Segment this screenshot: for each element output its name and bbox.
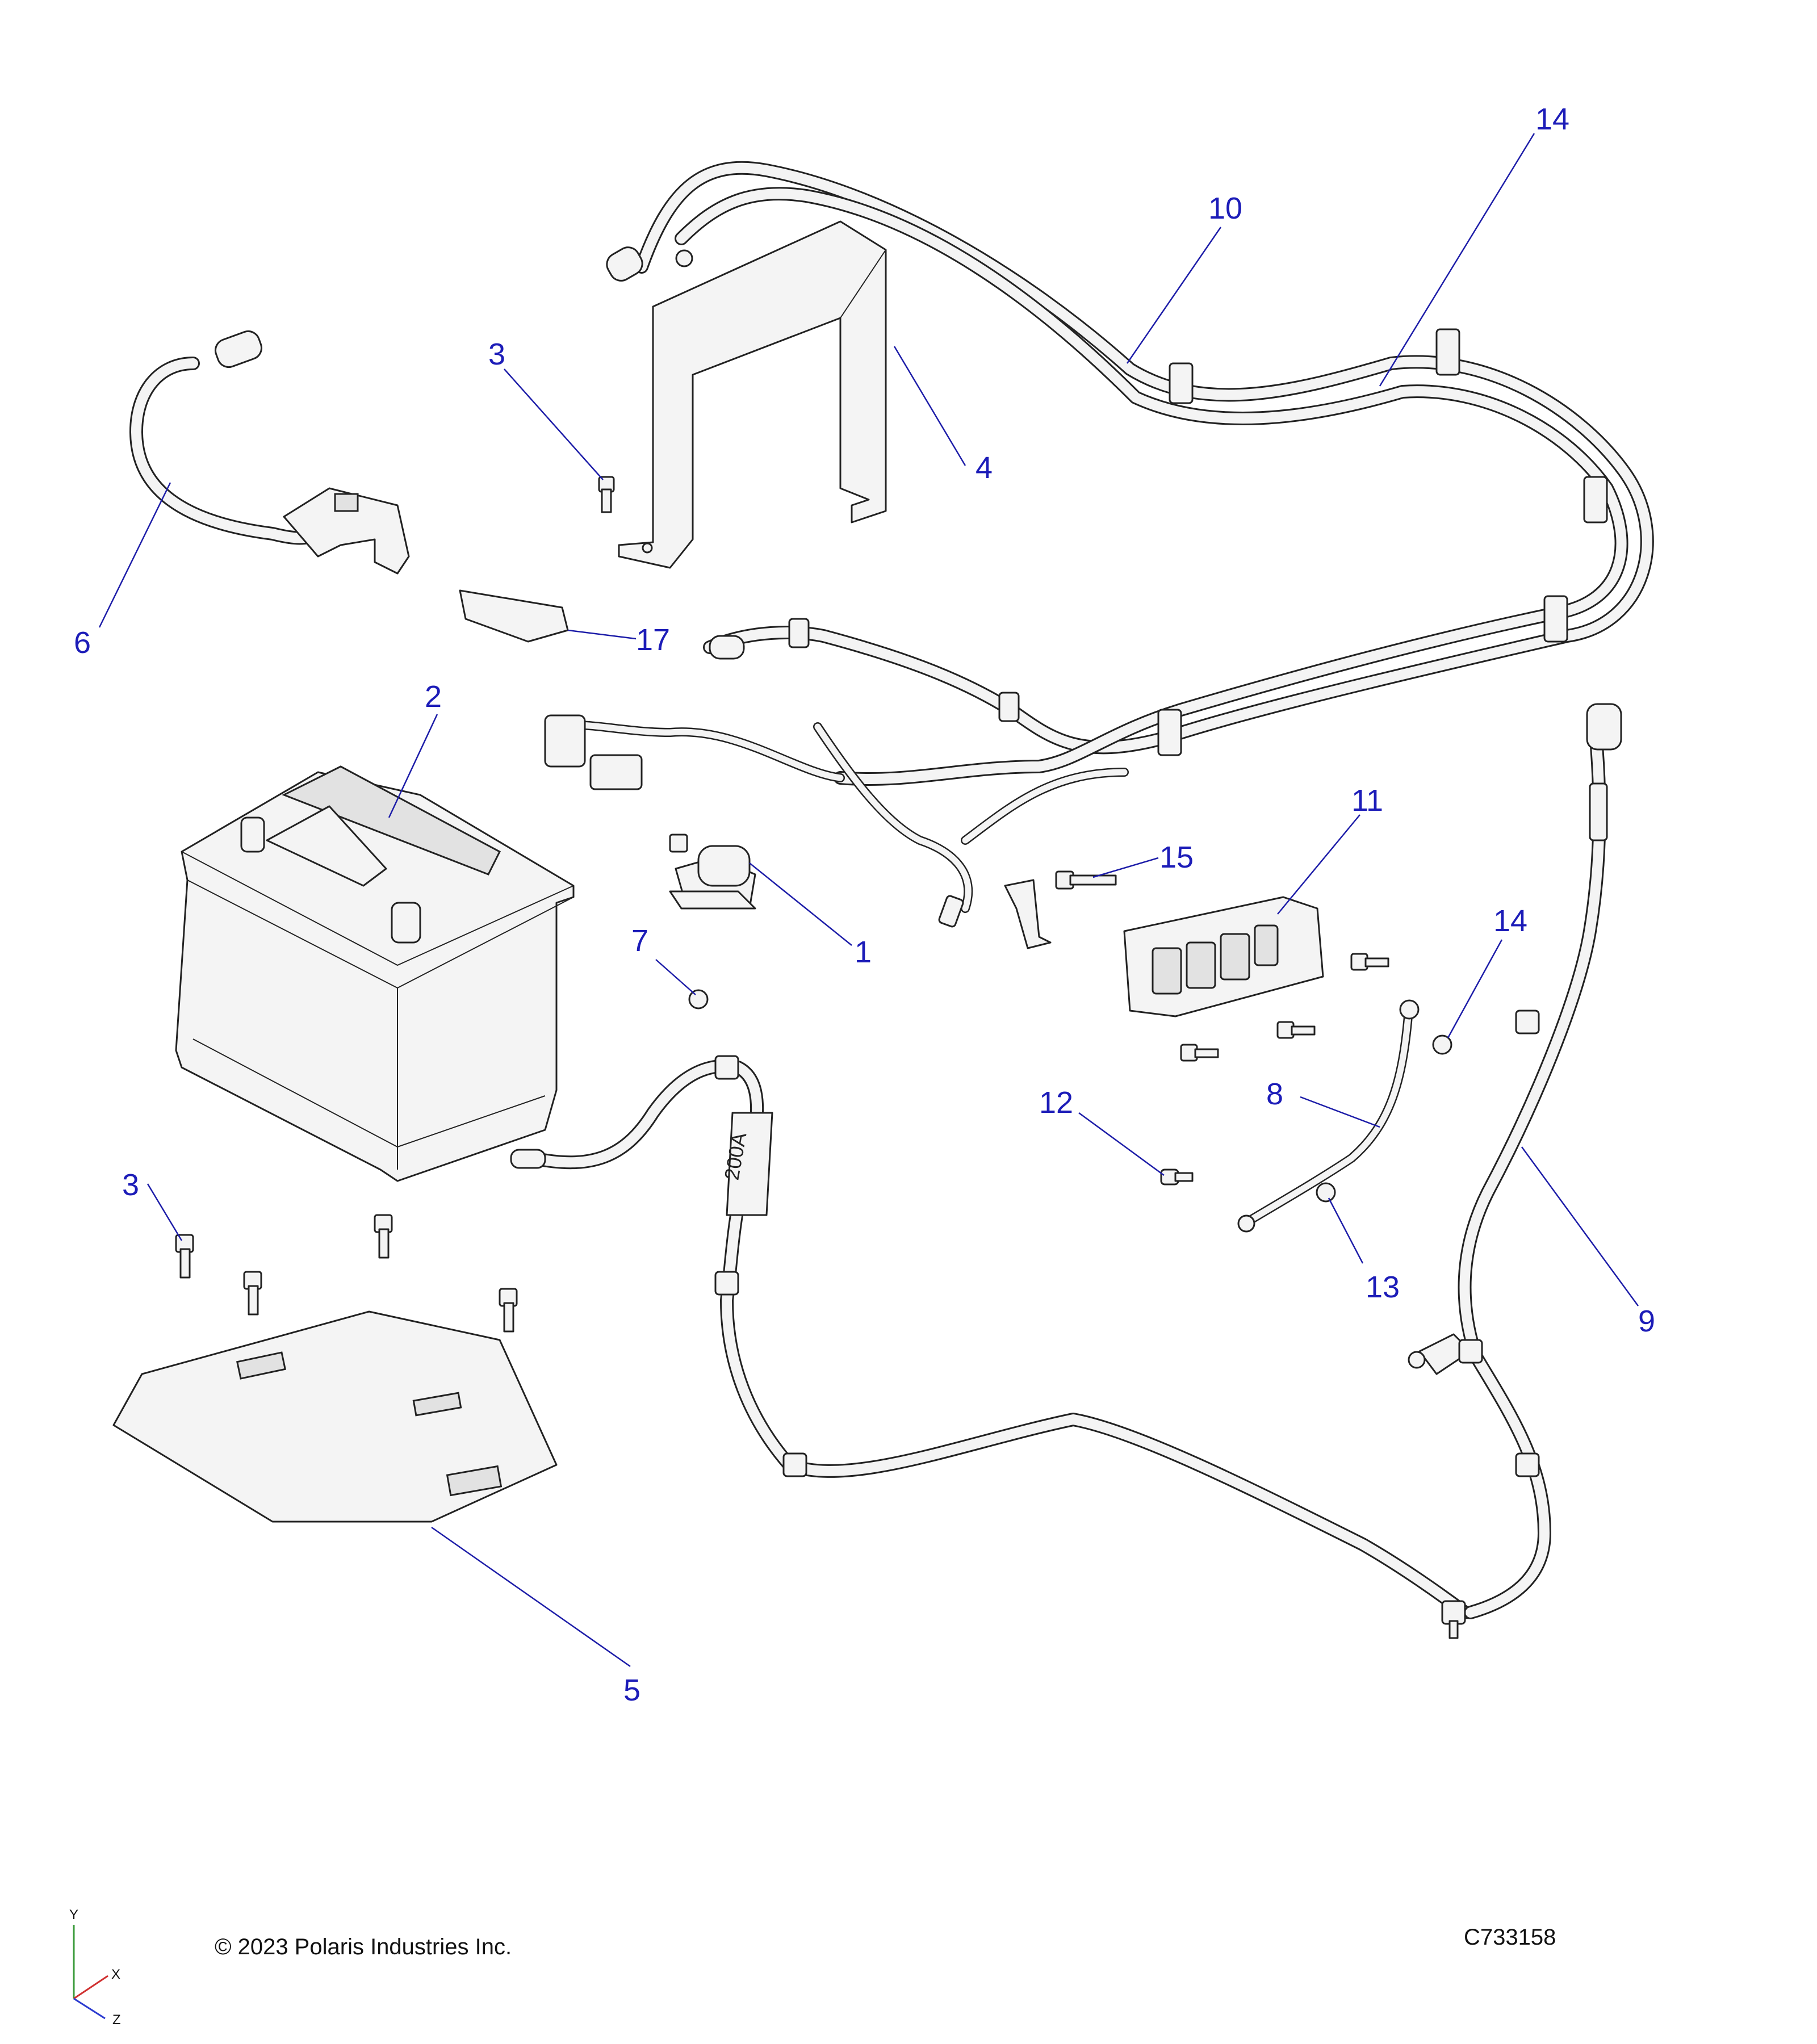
nut-7 xyxy=(688,989,709,1010)
axis-y-label: Y xyxy=(69,1907,78,1922)
callout-13: 13 xyxy=(1366,1270,1400,1304)
callout-2: 2 xyxy=(425,680,442,714)
harness-ring-small xyxy=(938,895,964,928)
bolt-15 xyxy=(1055,870,1117,890)
nut-13 xyxy=(1316,1182,1336,1203)
callout-12: 12 xyxy=(1039,1086,1073,1120)
fuse-box-11 xyxy=(1123,896,1324,1017)
callout-labels: 14 10 4 3 6 17 2 1 7 15 11 14 8 12 13 9 … xyxy=(74,102,1655,1707)
drawing-code: C733158 xyxy=(1464,1925,1556,1950)
fuse-body xyxy=(726,1112,773,1216)
harness-connector-plug xyxy=(589,754,643,790)
harness-branch-lower xyxy=(558,721,1129,913)
callout-4: 4 xyxy=(976,451,993,485)
battery-2 xyxy=(175,765,575,1182)
callout-14: 14 xyxy=(1493,904,1527,938)
harness-connector-left xyxy=(544,714,586,768)
bracket-small xyxy=(1004,879,1052,949)
axis-z-label: Z xyxy=(112,2012,121,2028)
callout-1: 1 xyxy=(855,935,872,969)
callout-3-lower: 3 xyxy=(122,1168,139,1202)
callout-3-upper: 3 xyxy=(488,337,505,371)
bolt-3-upper xyxy=(598,476,615,513)
leader-lines xyxy=(98,133,1639,1668)
callout-8: 8 xyxy=(1266,1077,1283,1111)
cable-9 xyxy=(1408,703,1622,1639)
battery-cable-fused xyxy=(510,1055,1472,1619)
ground-strap-8 xyxy=(1237,999,1420,1233)
cable-6 xyxy=(129,330,410,575)
bolts-3-lower xyxy=(175,1214,518,1333)
callout-10: 10 xyxy=(1208,191,1242,225)
label-17 xyxy=(459,589,569,643)
harness-terminal-end xyxy=(709,635,745,660)
fuse-box-bolts xyxy=(1180,953,1389,1062)
callout-7: 7 xyxy=(631,924,648,958)
nut-14 xyxy=(1432,1034,1452,1055)
callout-15: 15 xyxy=(1159,840,1194,874)
tray-5 xyxy=(112,1310,558,1523)
solenoid-1 xyxy=(669,833,756,910)
callout-5: 5 xyxy=(623,1673,640,1707)
axis-x-label: X xyxy=(111,1967,120,1982)
callout-16: 14 xyxy=(1535,102,1569,136)
harness-clips xyxy=(788,328,1608,756)
callout-11: 11 xyxy=(1351,784,1383,818)
callout-17: 17 xyxy=(636,623,670,657)
bracket-4 xyxy=(618,220,887,569)
clip-12 xyxy=(1160,1168,1194,1186)
axis-triad: Y X Z xyxy=(69,1907,121,2028)
callout-6: 6 xyxy=(74,626,91,660)
copyright-text: © 2023 Polaris Industries Inc. xyxy=(215,1934,512,1959)
harness-terminal-upper xyxy=(606,246,643,282)
callout-9: 9 xyxy=(1638,1304,1655,1338)
harness-lug-upper xyxy=(675,249,693,267)
